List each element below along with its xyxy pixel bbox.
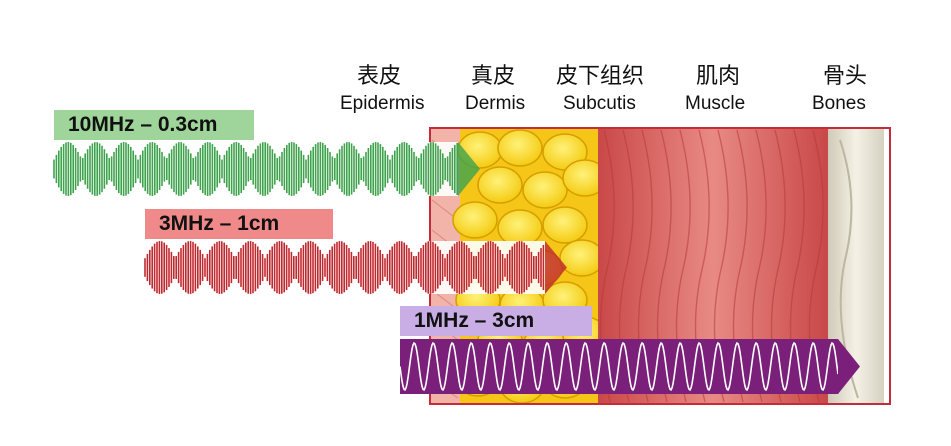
muscle-label-cn: 肌肉 [696,64,741,89]
bones-label-en: Bones [812,93,866,114]
subcutis-label-en: Subcutis [563,93,636,114]
dermis-label-cn: 真皮 [471,64,516,89]
wave-stripes [53,142,459,196]
wave-stripes [144,241,545,294]
dermis-label-en: Dermis [465,93,526,114]
wave-sine [399,341,839,392]
epidermis-label-cn: 表皮 [357,64,402,89]
wave-arrowhead [838,339,860,394]
wave-arrowhead [458,142,480,196]
dermis-cell [497,209,543,247]
wave-1mhz [399,339,860,394]
dermis-cell [452,201,498,239]
wave-3mhz [144,241,567,294]
dermis-cell [542,206,588,244]
wave-3mhz-label: 3MHz – 1cm [145,209,333,239]
wave-10mhz-label: 10MHz – 0.3cm [54,110,254,140]
dermis-cell [477,166,523,204]
dermis-cell [522,171,568,209]
epidermis-label-en: Epidermis [340,93,425,114]
dermis-cell [497,129,543,167]
muscle-label-en: Muscle [685,93,746,114]
subcutis-label-cn: 皮下组织 [556,64,645,89]
bones-label-cn: 骨头 [823,64,868,89]
wave-arrowhead [545,241,567,294]
dermis-cell [559,239,605,277]
wave-1mhz-label: 1MHz – 3cm [400,306,592,336]
wave-10mhz [53,142,480,196]
